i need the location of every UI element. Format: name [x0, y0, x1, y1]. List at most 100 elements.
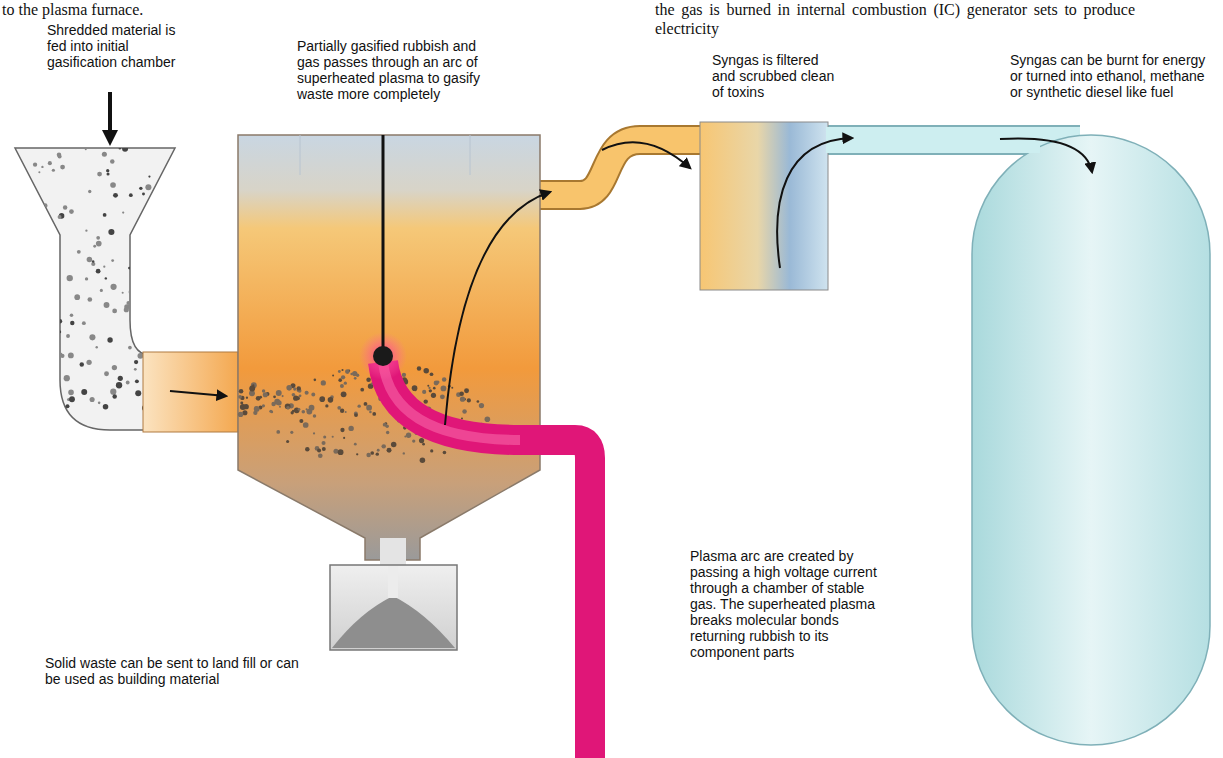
particle-dot [282, 395, 284, 397]
material-dot [122, 146, 128, 152]
material-dot [219, 161, 224, 166]
material-dot [232, 233, 237, 238]
material-dot [22, 426, 26, 430]
particle-dot [429, 389, 432, 392]
material-dot [228, 167, 231, 170]
material-dot [45, 363, 48, 366]
particle-dot [302, 410, 306, 414]
material-dot [221, 147, 224, 150]
material-dot [87, 257, 92, 262]
material-dot [195, 324, 201, 330]
particle-dot [422, 443, 425, 446]
material-dot [216, 196, 219, 199]
particle-dot [340, 384, 344, 388]
particle-dot [440, 394, 445, 399]
material-dot [80, 362, 84, 366]
particle-dot [376, 452, 379, 455]
material-dot [155, 308, 159, 312]
particle-dot [412, 385, 418, 391]
particle-dot [366, 453, 370, 457]
material-dot [195, 181, 199, 185]
particle-dot [403, 452, 405, 454]
particle-dot [296, 396, 300, 400]
material-dot [129, 193, 133, 197]
particle-dot [434, 381, 439, 386]
particle-dot [467, 398, 471, 402]
material-dot [151, 210, 156, 215]
material-dot [52, 169, 55, 172]
material-dot [96, 241, 102, 247]
material-dot [224, 308, 227, 311]
material-dot [148, 175, 150, 177]
material-dot [63, 205, 67, 209]
material-dot [18, 391, 23, 396]
particle-dot [462, 409, 467, 414]
particle-dot [369, 411, 372, 414]
particle-dot [276, 390, 282, 396]
material-dot [213, 192, 217, 196]
material-dot [41, 240, 46, 245]
material-dot [126, 301, 130, 305]
material-dot [162, 326, 167, 331]
flow-arrow [445, 192, 550, 425]
particle-dot [305, 391, 309, 395]
particle-dot [276, 430, 280, 434]
material-dot [97, 172, 102, 177]
material-dot [232, 343, 235, 346]
material-dot [178, 292, 183, 297]
material-dot [141, 340, 144, 343]
particle-dot [338, 370, 341, 373]
particle-dot [377, 449, 380, 452]
particle-dot [325, 404, 328, 407]
particle-dot [276, 400, 281, 405]
material-dot [58, 319, 63, 324]
electrode [382, 135, 385, 350]
material-dot [140, 277, 144, 281]
material-dot [40, 204, 44, 208]
particle-dot [262, 389, 265, 392]
particle-dot [340, 428, 344, 432]
material-dot [227, 346, 230, 349]
material-dot [170, 341, 172, 343]
flow-arrow [777, 138, 852, 268]
material-dot [197, 242, 202, 247]
material-dot [166, 278, 172, 284]
material-dot [183, 249, 188, 254]
material-dot [176, 302, 179, 305]
particle-dot [273, 395, 276, 398]
particle-dot [323, 435, 326, 438]
material-dot [111, 259, 114, 262]
material-dot [196, 278, 202, 284]
particle-dot [442, 377, 446, 381]
particle-dot [352, 371, 357, 376]
particle-dot [485, 416, 491, 422]
particle-dot [285, 403, 291, 409]
particle-dot [354, 413, 358, 417]
particle-dot [419, 438, 424, 443]
material-dot [209, 342, 212, 345]
particle-dot [286, 385, 292, 391]
particle-dot [252, 384, 254, 386]
material-dot [172, 238, 178, 244]
material-dot [57, 152, 62, 157]
particle-dot [460, 397, 465, 402]
particle-dot [424, 399, 428, 403]
particle-dot [291, 411, 294, 414]
particle-dot [357, 404, 360, 407]
material-dot [96, 346, 98, 348]
scrubber-box [700, 122, 828, 290]
particle-dot [430, 449, 433, 452]
material-dot [211, 179, 214, 182]
material-dot [88, 190, 91, 193]
material-dot [200, 159, 203, 162]
particle-dot [314, 379, 317, 382]
particle-dot [366, 405, 372, 411]
particle-dot [436, 381, 439, 384]
material-dot [24, 365, 29, 370]
particle-dot [364, 402, 368, 406]
material-dot [228, 234, 230, 236]
material-dot [13, 409, 16, 412]
material-dot [47, 410, 53, 416]
material-dot [209, 223, 214, 228]
material-dot [19, 231, 23, 235]
